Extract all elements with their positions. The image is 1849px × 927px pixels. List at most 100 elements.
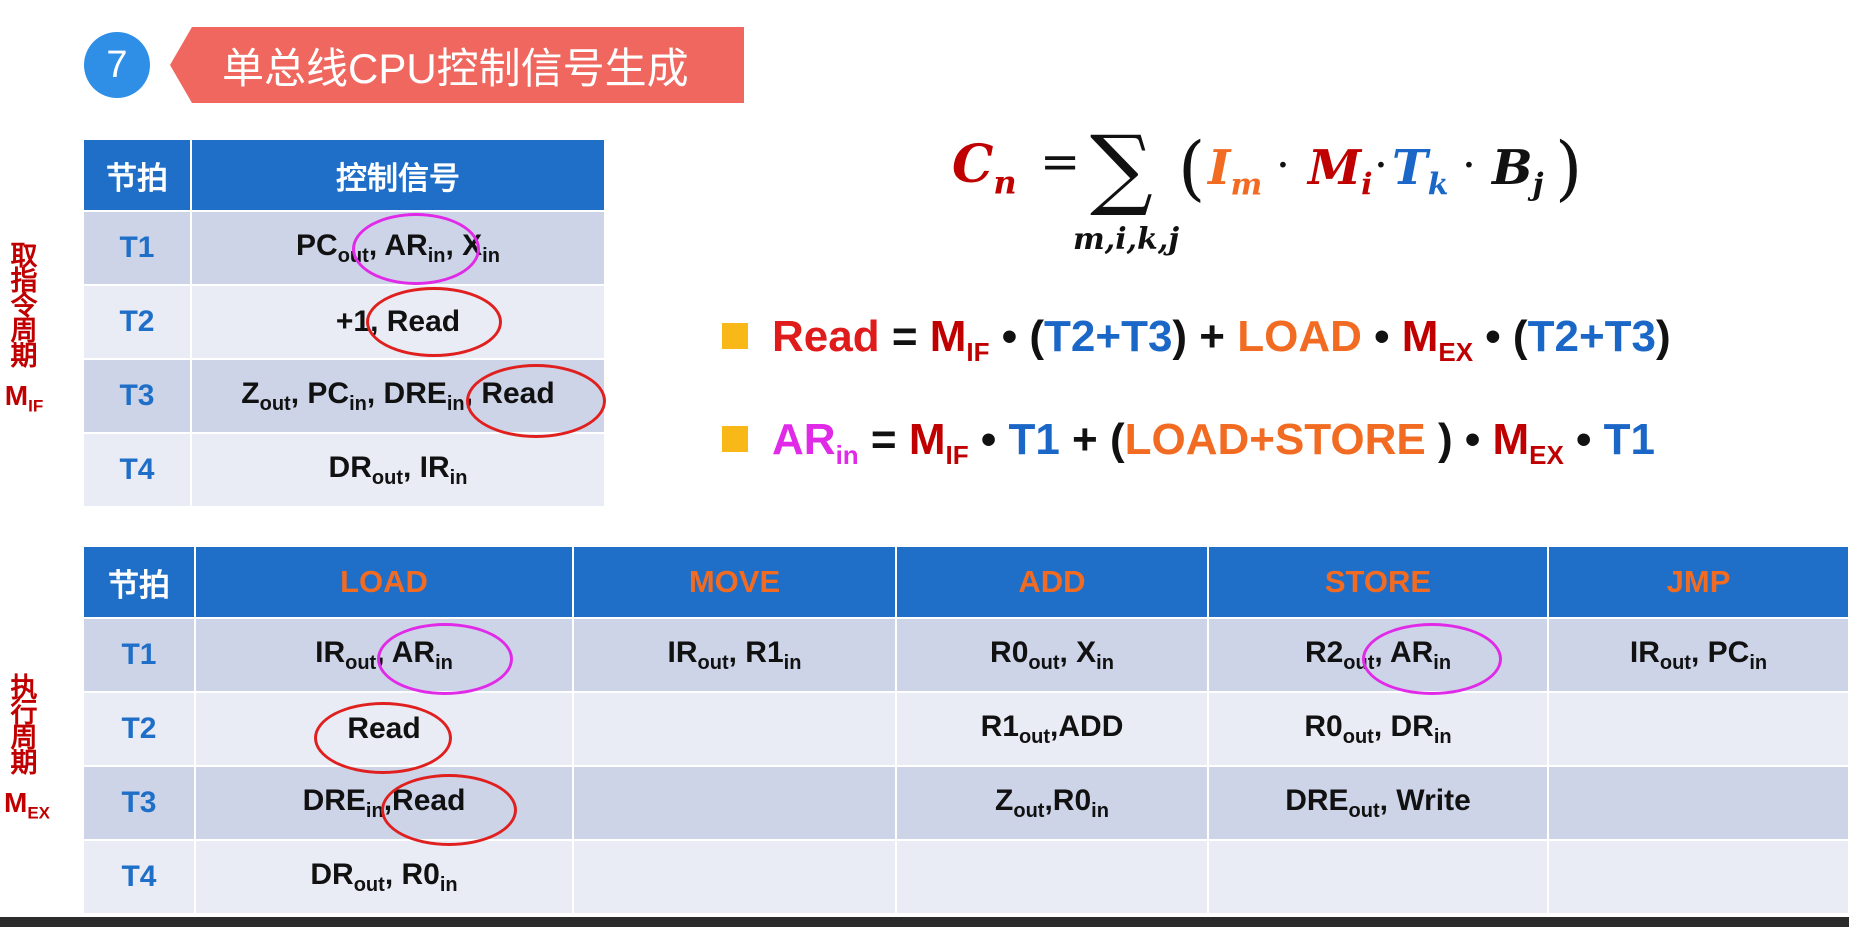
signal-text: DRE [1285,783,1349,817]
equation-term: MEX [1401,312,1474,367]
signal-subscript: out [1018,725,1051,748]
beat-cell: T1 [82,617,196,693]
section-number-badge: 7 [84,32,150,98]
beat-cell: T3 [82,358,192,434]
signal-text: IR [1629,635,1660,669]
signal-subscript: in [1433,651,1452,674]
signal-text: Read [347,712,421,745]
bullet-square [722,426,748,452]
formula-lhs: Cn [952,134,1017,202]
signal-text: , PC [1690,635,1750,669]
signals-cell: IRout, PCin [1547,617,1849,693]
signal-text: R0 [990,635,1029,669]
signal-text: , AR [1374,635,1434,669]
signal-text: IR [315,635,346,669]
formula-close-paren: ) [1555,127,1583,209]
signals-cell [1547,839,1849,915]
exec-header-instruction: ADD [895,545,1209,619]
fetch-cycle-symbol: MIF [4,380,44,416]
equation-term: = [879,312,930,361]
signals-cell [895,839,1209,915]
signal-text: PC [296,228,338,262]
formula-term-mi: Mi [1308,140,1373,203]
fetch-header-cell: 控制信号 [190,138,606,212]
equation-term: T1 [1008,415,1060,464]
signal-text: , AR [376,635,436,669]
signal-text: , R1 [728,635,784,669]
signal-text: +1, Read [335,305,461,338]
signal-text: Z [241,376,260,410]
signals-cell: +1, Read [190,284,606,360]
fetch-header-cell: 节拍 [82,138,192,212]
equation-term: T1 [1603,415,1656,464]
signal-subscript: out [1028,651,1060,674]
signal-subscript: in [449,466,468,489]
formula-term-tk: Tk [1392,140,1449,203]
signal-subscript: in [1433,725,1452,748]
signal-text: , R0 [384,857,440,891]
signal-text: , Read [464,376,555,410]
signal-subscript: out [1013,799,1045,822]
formula-dot: · [1276,140,1290,191]
bullet-square [722,323,748,349]
beat-cell: T3 [82,765,196,841]
signals-cell: R1out,ADD [895,691,1209,767]
slide-title: 单总线CPU控制信号生成 [192,27,744,103]
exec-cycle-label: 执行周期 MEX [4,673,50,826]
signal-text: R0 [1304,709,1343,743]
signals-cell: Zout,R0in [895,765,1209,841]
fetch-cycle-label: 取指令周期 MIF [4,241,44,419]
signal-subscript: out [337,244,369,267]
signal-subscript: out [697,651,729,674]
signal-text: DR [310,857,354,891]
signals-cell [572,839,897,915]
signal-text: R1 [980,709,1019,743]
equation-term: • ( [1473,312,1528,361]
signal-subscript: in [439,873,458,896]
signals-cell: DREin,Read [194,765,574,841]
equation-term: Read [772,312,880,361]
equation-term: T2+T3 [1527,312,1656,361]
read-equation: Read = MIF • (T2+T3) + LOAD • MEX • (T2+… [722,312,1671,382]
signal-subscript: out [345,651,377,674]
equation-term: ) + [1172,312,1238,361]
signal-subscript: out [1348,799,1380,822]
signals-cell: R2out, ARin [1207,617,1549,693]
beat-cell: T4 [82,432,192,508]
signal-text: , X [1059,635,1097,669]
signal-subscript: in [783,651,802,674]
signals-cell: R0out, Xin [895,617,1209,693]
signal-text: , DR [1373,709,1434,743]
signal-subscript: in [1096,651,1114,674]
signals-cell: R0out, DRin [1207,691,1549,767]
exec-cycle-text: 执行周期 [10,673,38,778]
fetch-cycle-text: 取指令周期 [10,241,38,371]
equation-term: MIF [929,312,990,367]
signals-cell: DREout, Write [1207,765,1549,841]
formula-equals: = [1040,134,1081,190]
equation-term: • [1563,415,1604,464]
equation-term: + ( [1059,415,1125,464]
signals-cell [572,691,897,767]
equation-term: • [968,415,1009,464]
exec-header-instruction: LOAD [194,545,574,619]
formula-term-im: Im [1208,140,1263,203]
control-signal-formula: Cn = ∑ m,i,k,j ( Im · Mi · Tk · Bj ) [940,118,1660,268]
signal-subscript: in [427,244,446,267]
signal-text: , DRE [366,376,447,410]
signal-text: , X [445,228,483,262]
signal-text: Z [995,783,1014,817]
equation-term: ARin [772,415,859,470]
signal-subscript: in [365,799,384,822]
signals-cell: IRout, ARin [194,617,574,693]
beat-cell: T2 [82,691,196,767]
signal-text: R2 [1304,635,1344,669]
exec-header-instruction: MOVE [572,545,897,619]
